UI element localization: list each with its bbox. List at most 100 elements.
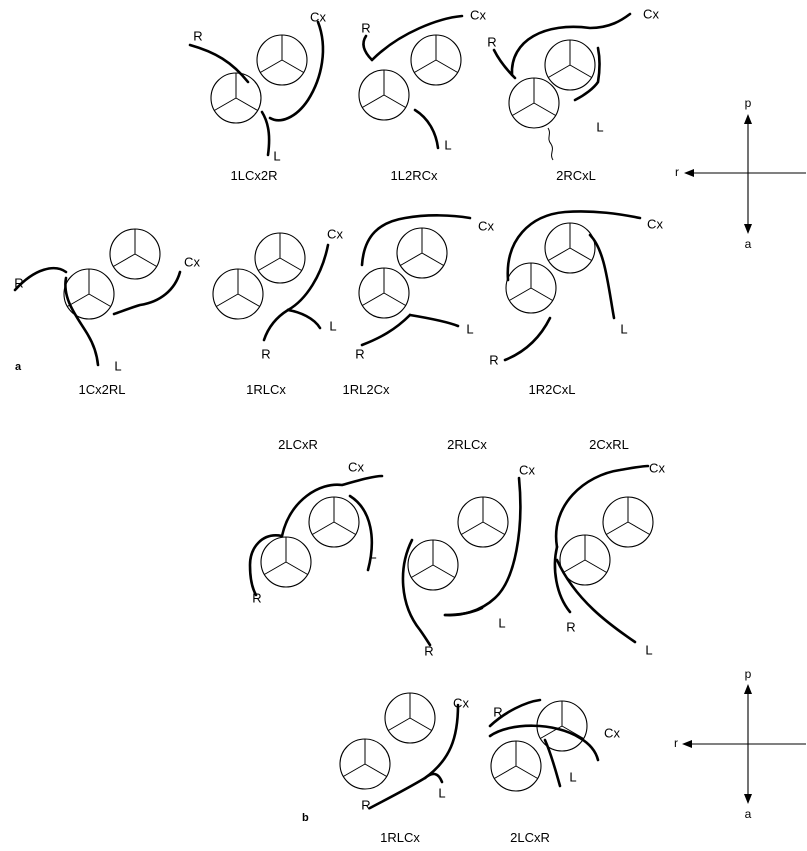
caption: 1LCx2R xyxy=(230,168,278,183)
artery-r xyxy=(553,545,572,614)
caption: 2CxRL xyxy=(589,437,629,452)
artery-r xyxy=(488,698,542,728)
valve-anterior xyxy=(358,69,410,121)
label-cx: Cx xyxy=(604,725,620,741)
label-l: L xyxy=(596,119,604,135)
diagram-1cx2rl xyxy=(13,228,182,367)
artery-r xyxy=(503,316,552,362)
artery-l xyxy=(413,108,440,150)
label-l: L xyxy=(438,785,446,801)
label-l: L xyxy=(498,615,506,631)
artery-cx xyxy=(423,703,460,780)
caption: 1RLCx xyxy=(380,830,420,845)
valve-anterior xyxy=(358,267,410,319)
label-cx: Cx xyxy=(310,9,326,25)
direction-anterior: a xyxy=(744,807,752,821)
artery-r xyxy=(188,43,250,84)
label-l: L xyxy=(369,546,377,562)
label-r: R xyxy=(489,352,499,368)
diagram-b-2cxrl xyxy=(553,464,654,644)
artery-cx xyxy=(286,243,330,312)
valve-anterior xyxy=(508,77,560,129)
direction-right: r xyxy=(675,165,679,179)
valve-anterior xyxy=(339,738,391,790)
artery-l xyxy=(64,276,100,367)
label-cx: Cx xyxy=(519,462,535,478)
caption: 2LCxR xyxy=(510,830,550,845)
label-l: L xyxy=(620,321,628,337)
label-r: R xyxy=(487,34,497,50)
panel-label-b: b xyxy=(302,812,309,824)
artery-r xyxy=(362,34,374,62)
diagram-b-2lcxr xyxy=(248,474,384,597)
artery-l xyxy=(423,772,444,784)
artery-cx xyxy=(510,12,632,77)
artery-l xyxy=(408,313,460,328)
valve-anterior xyxy=(407,539,459,591)
label-l: L xyxy=(569,769,577,785)
orientation-cross-a xyxy=(684,114,806,234)
valve-anterior xyxy=(260,536,312,588)
artery-r xyxy=(13,267,68,292)
valve-anterior xyxy=(490,740,542,792)
artery-cx xyxy=(554,464,650,549)
label-l: L xyxy=(645,642,653,658)
direction-right: r xyxy=(674,736,678,750)
label-r: R xyxy=(261,346,271,362)
artery-r xyxy=(360,313,412,347)
caption: 2RCxL xyxy=(556,168,596,183)
label-l: L xyxy=(273,148,281,164)
label-cx: Cx xyxy=(348,459,364,475)
valve-anterior xyxy=(212,268,264,320)
valve-anterior xyxy=(505,262,557,314)
direction-anterior: a xyxy=(744,237,752,251)
direction-posterior: p xyxy=(744,96,752,110)
valve-posterior xyxy=(410,34,462,86)
label-l: L xyxy=(466,321,474,337)
artery-r xyxy=(368,776,427,810)
artery-cx xyxy=(506,210,642,282)
label-cx: Cx xyxy=(184,254,200,270)
label-r: R xyxy=(566,619,576,635)
caption: 1Cx2RL xyxy=(78,382,126,397)
artery-r xyxy=(262,308,290,342)
caption: 2RLCx xyxy=(447,437,487,452)
caption: 1L2RCx xyxy=(390,168,438,183)
caption: 1R2CxL xyxy=(528,382,576,397)
caption: 1RLCx xyxy=(246,382,286,397)
artery-l xyxy=(286,308,322,330)
artery-r xyxy=(401,538,432,647)
valve-posterior xyxy=(544,222,596,274)
direction-posterior: p xyxy=(744,667,752,681)
diagram-b-2lcxr xyxy=(488,698,600,792)
valve-posterior xyxy=(254,232,306,284)
artery-l xyxy=(260,110,271,157)
label-cx: Cx xyxy=(643,6,659,22)
orientation-cross-b xyxy=(682,684,806,804)
label-cx: Cx xyxy=(327,226,343,242)
artery-l xyxy=(555,558,637,644)
artery-l xyxy=(588,233,616,320)
valve-posterior xyxy=(396,227,448,279)
valve-posterior xyxy=(602,496,654,548)
label-cx: Cx xyxy=(453,695,469,711)
valve-posterior xyxy=(308,496,360,548)
artery-l xyxy=(573,46,601,102)
artery-cx xyxy=(112,270,182,316)
artery-l xyxy=(543,738,562,788)
diagram-2rcxl xyxy=(492,12,632,161)
diagram-1l2rcx xyxy=(358,14,464,150)
valve-posterior xyxy=(109,228,161,280)
label-r: R xyxy=(424,643,434,659)
artery-cx xyxy=(280,474,384,538)
valve-anterior xyxy=(210,72,262,124)
artery-r xyxy=(248,534,284,597)
label-r: R xyxy=(361,797,371,813)
label-r: R xyxy=(493,704,503,720)
diagram-1lcx2r xyxy=(188,20,325,157)
label-r: R xyxy=(14,275,24,291)
caption: 2LCxR xyxy=(278,437,318,452)
artery-cx xyxy=(360,214,472,267)
valve-posterior xyxy=(457,496,509,548)
label-l: L xyxy=(444,137,452,153)
